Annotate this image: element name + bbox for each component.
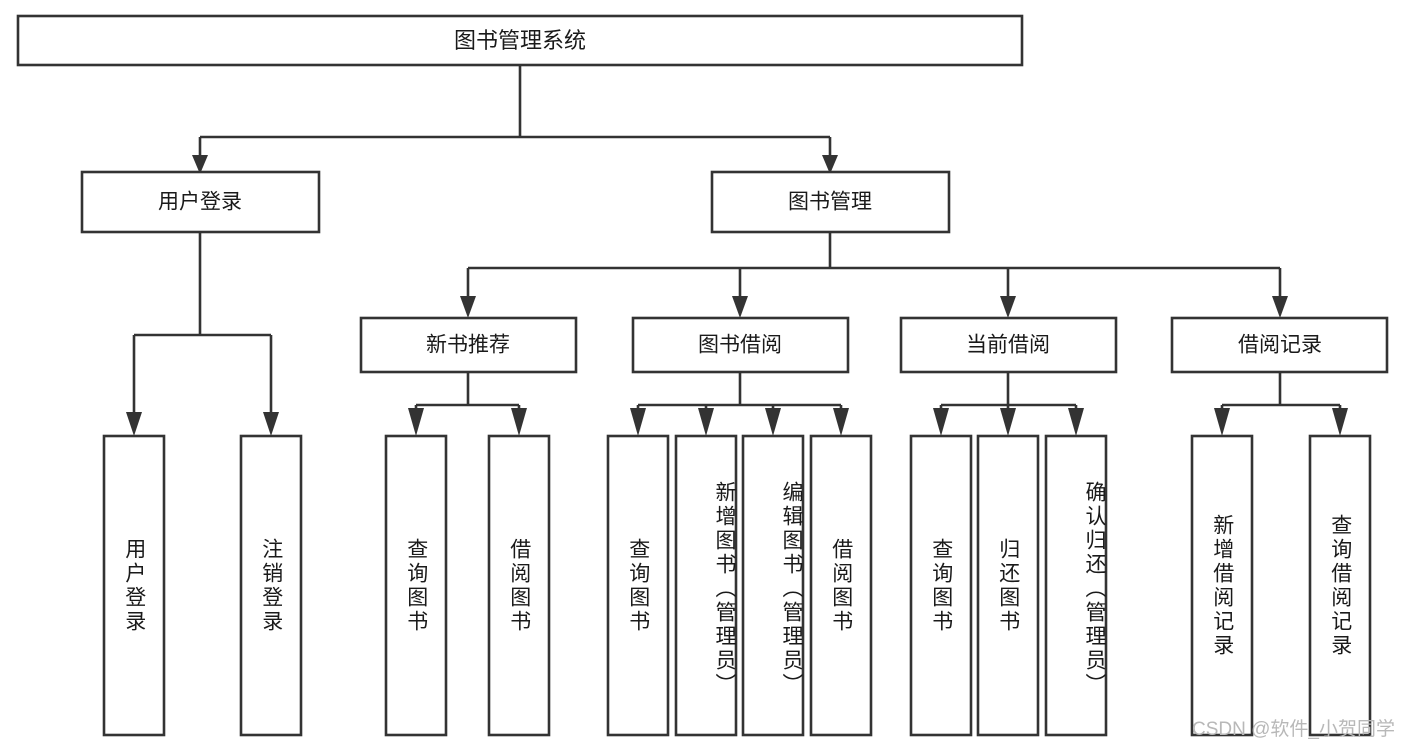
node-current-borrow-label: 当前借阅 bbox=[966, 334, 1050, 357]
leaf-box-user-login-0[interactable] bbox=[102, 434, 166, 737]
node-new-book-recommend[interactable]: 新书推荐 bbox=[359, 316, 578, 374]
node-user-login-label: 用户登录 bbox=[158, 191, 242, 214]
leaf-box-book-borrow-1[interactable] bbox=[674, 434, 738, 737]
node-book-borrow-box[interactable] bbox=[631, 316, 850, 374]
arrowhead-leaf-borrow-record-1 bbox=[1332, 408, 1348, 436]
node-current-borrow-box[interactable] bbox=[899, 316, 1118, 374]
leaf-box-new-book-1[interactable] bbox=[487, 434, 551, 737]
leaf-box-user-login-1[interactable] bbox=[239, 434, 303, 737]
node-new-book-recommend-box[interactable] bbox=[359, 316, 578, 374]
watermark-text: CSDN @软件_小贺同学 bbox=[1192, 719, 1395, 740]
leaf-box-current-borrow-2[interactable] bbox=[1044, 434, 1108, 737]
edges-group bbox=[126, 65, 1348, 436]
node-borrow-record[interactable]: 借阅记录 bbox=[1170, 316, 1389, 374]
arrowhead-leaf-book-borrow-2 bbox=[765, 408, 781, 436]
node-book-manage[interactable]: 图书管理 bbox=[710, 170, 951, 234]
arrowhead-leaf-new-book-1 bbox=[511, 408, 527, 436]
leaf-box-borrow-record-0[interactable] bbox=[1190, 434, 1254, 737]
arrowhead-new-book-recommend bbox=[460, 296, 476, 318]
arrowhead-current-borrow bbox=[1000, 296, 1016, 318]
leaf-box-book-borrow-0[interactable] bbox=[606, 434, 670, 737]
node-user-login[interactable]: 用户登录 bbox=[80, 170, 321, 234]
arrowhead-borrow-record bbox=[1272, 296, 1288, 318]
node-current-borrow[interactable]: 当前借阅 bbox=[899, 316, 1118, 374]
node-root[interactable]: 图书管理系统 bbox=[16, 14, 1024, 67]
arrowhead-leaf-new-book-0 bbox=[408, 408, 424, 436]
node-book-manage-box[interactable] bbox=[710, 170, 951, 234]
arrowhead-leaf-current-borrow-0 bbox=[933, 408, 949, 436]
node-borrow-record-label: 借阅记录 bbox=[1238, 334, 1322, 357]
leaf-box-borrow-record-1[interactable] bbox=[1308, 434, 1372, 737]
arrowhead-book-borrow bbox=[732, 296, 748, 318]
arrowhead-user-login bbox=[192, 155, 208, 174]
node-root-label: 图书管理系统 bbox=[454, 28, 586, 53]
leaf-box-current-borrow-1[interactable] bbox=[976, 434, 1040, 737]
arrowhead-leaf-book-borrow-0 bbox=[630, 408, 646, 436]
node-user-login-box[interactable] bbox=[80, 170, 321, 234]
arrowhead-leaf-book-borrow-1 bbox=[698, 408, 714, 436]
arrowhead-leaf-current-borrow-2 bbox=[1068, 408, 1084, 436]
node-book-manage-label: 图书管理 bbox=[788, 191, 872, 214]
arrowhead-book-manage bbox=[822, 155, 838, 174]
arrowhead-leaf-borrow-record-0 bbox=[1214, 408, 1230, 436]
node-borrow-record-box[interactable] bbox=[1170, 316, 1389, 374]
node-root-box[interactable] bbox=[16, 14, 1024, 67]
arrowhead-leaf-user-login-1 bbox=[263, 412, 279, 436]
arrowhead-leaf-current-borrow-1 bbox=[1000, 408, 1016, 436]
node-new-book-recommend-label: 新书推荐 bbox=[426, 334, 510, 357]
leaf-box-book-borrow-2[interactable] bbox=[741, 434, 805, 737]
leaf-box-book-borrow-3[interactable] bbox=[809, 434, 873, 737]
node-book-borrow[interactable]: 图书借阅 bbox=[631, 316, 850, 374]
node-book-borrow-label: 图书借阅 bbox=[698, 334, 782, 357]
leaf-box-new-book-0[interactable] bbox=[384, 434, 448, 737]
leaf-box-current-borrow-0[interactable] bbox=[909, 434, 973, 737]
arrowhead-leaf-book-borrow-3 bbox=[833, 408, 849, 436]
arrowhead-leaf-user-login-0 bbox=[126, 412, 142, 436]
